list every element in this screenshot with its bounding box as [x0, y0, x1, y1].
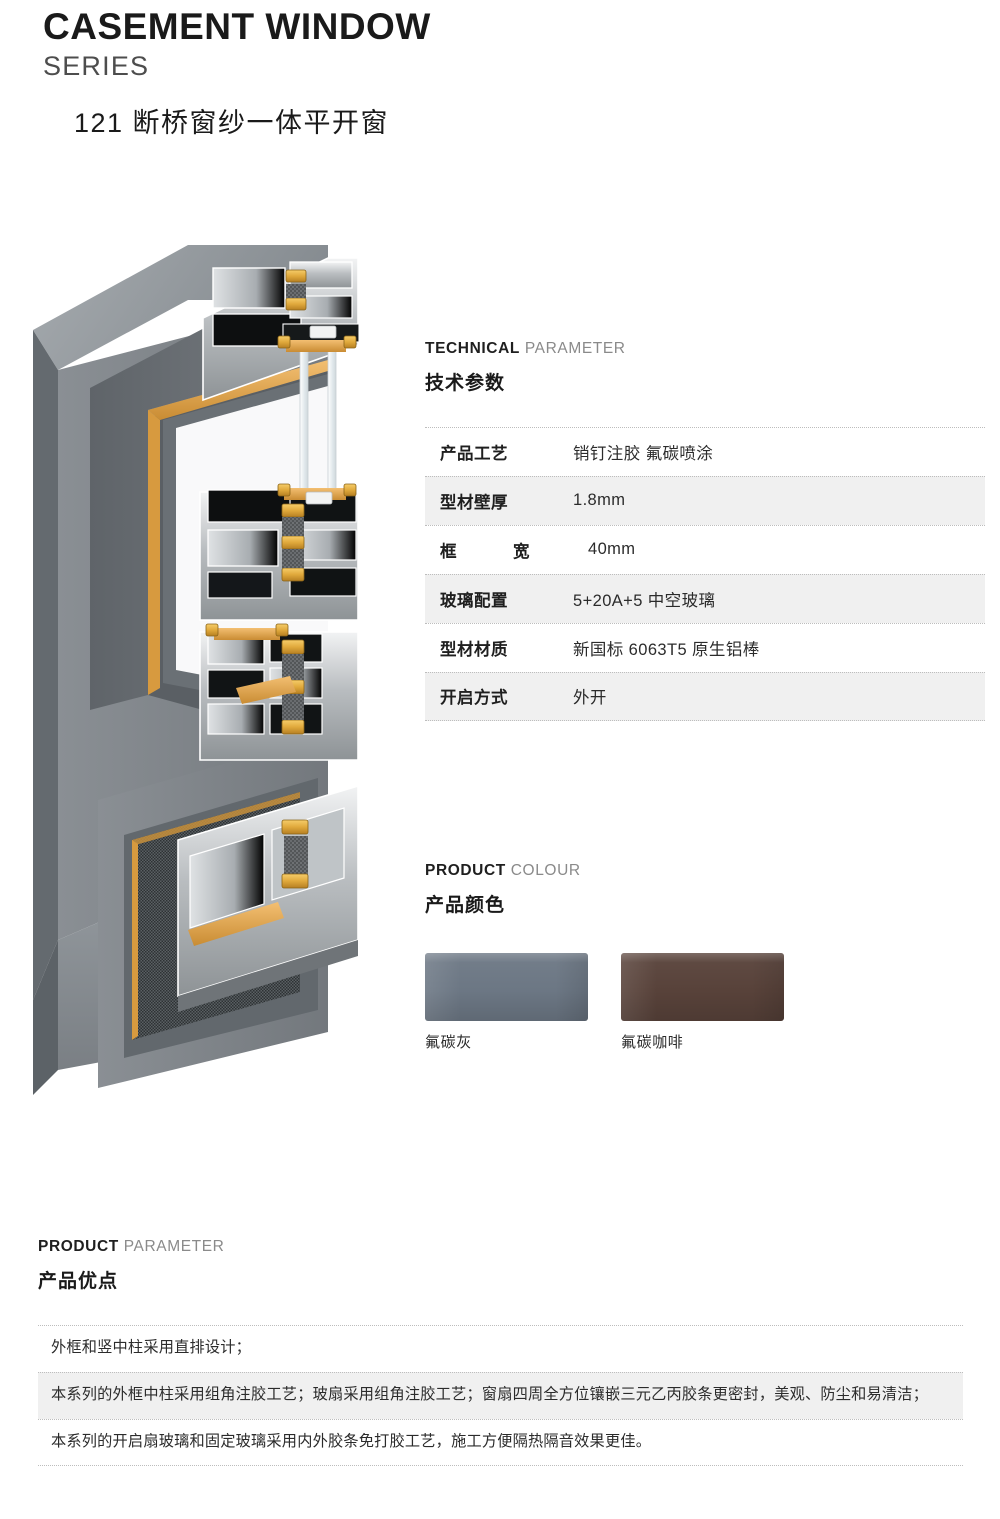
product-colour-section: PRODUCT COLOUR 产品颜色 氟碳灰 氟碳咖啡: [425, 862, 985, 1052]
table-row: 框 宽 40mm: [425, 524, 985, 574]
technical-heading-en-strong: TECHNICAL: [425, 340, 520, 357]
param-label: 型材壁厚: [440, 493, 508, 512]
param-value: 40mm: [588, 540, 636, 559]
technical-parameter-table: 产品工艺 销钉注胶 氟碳喷涂 型材壁厚 1.8mm 框 宽 40mm 玻璃配置 …: [425, 426, 985, 721]
window-profile-illustration: [33, 245, 360, 1095]
product-advantages-table: 外框和竖中柱采用直排设计； 本系列的外框中柱采用组角注胶工艺；玻扇采用组角注胶工…: [38, 1324, 963, 1466]
table-row: 本系列的开启扇玻璃和固定玻璃采用内外胶条免打胶工艺，施工方便隔热隔音效果更佳。: [38, 1418, 963, 1466]
product-advantages-section: PRODUCT PARAMETER 产品优点 外框和竖中柱采用直排设计； 本系列…: [38, 1238, 963, 1466]
colour-heading-en-strong: PRODUCT: [425, 862, 506, 879]
colour-swatch-item[interactable]: 氟碳咖啡: [621, 952, 784, 1052]
colour-swatch-item[interactable]: 氟碳灰: [425, 952, 588, 1052]
param-value: 销钉注胶 氟碳喷涂: [573, 444, 714, 463]
technical-heading-en-light: PARAMETER: [524, 340, 626, 357]
param-label: 产品工艺: [440, 444, 508, 463]
table-row: 开启方式 外开: [425, 671, 985, 721]
page-title-cn: 121 断桥窗纱一体平开窗: [74, 107, 390, 138]
page-header: CASEMENT WINDOW SERIES 121 断桥窗纱一体平开窗: [43, 8, 431, 140]
table-row: 产品工艺 销钉注胶 氟碳喷涂: [425, 426, 985, 476]
param-label: 玻璃配置: [440, 591, 508, 610]
technical-heading-en: TECHNICAL PARAMETER: [425, 340, 985, 359]
param-label: 型材材质: [440, 640, 508, 659]
param-value: 外开: [573, 689, 607, 708]
colour-heading-en-light: COLOUR: [510, 862, 581, 879]
colour-swatch-grey[interactable]: [425, 952, 588, 1021]
colour-swatch-label: 氟碳灰: [425, 1033, 472, 1051]
technical-heading-cn: 技术参数: [425, 372, 506, 394]
advantages-heading-cn: 产品优点: [38, 1270, 119, 1292]
param-label: 框 宽: [440, 542, 530, 561]
advantage-text: 本系列的开启扇玻璃和固定玻璃采用内外胶条免打胶工艺，施工方便隔热隔音效果更佳。: [51, 1432, 652, 1450]
advantages-heading-en-strong: PRODUCT: [38, 1238, 119, 1255]
colour-heading-cn: 产品颜色: [425, 894, 506, 916]
table-row: 玻璃配置 5+20A+5 中空玻璃: [425, 573, 985, 623]
advantage-text: 本系列的外框中柱采用组角注胶工艺；玻扇采用组角注胶工艺；窗扇四周全方位镶嵌三元乙…: [51, 1386, 929, 1404]
colour-swatch-label: 氟碳咖啡: [621, 1033, 684, 1051]
technical-parameter-section: TECHNICAL PARAMETER 技术参数 产品工艺 销钉注胶 氟碳喷涂 …: [425, 340, 985, 721]
colour-swatch-coffee[interactable]: [621, 952, 784, 1021]
product-cutaway-image: [28, 240, 418, 1100]
advantages-heading-en-light: PARAMETER: [123, 1238, 225, 1255]
table-row: 外框和竖中柱采用直排设计；: [38, 1324, 963, 1372]
param-value: 新国标 6063T5 原生铝棒: [573, 640, 760, 659]
page-title-en-sub: SERIES: [43, 51, 150, 81]
param-value: 5+20A+5 中空玻璃: [573, 591, 716, 610]
table-row: 型材壁厚 1.8mm: [425, 475, 985, 525]
advantages-heading-en: PRODUCT PARAMETER: [38, 1238, 963, 1257]
advantage-text: 外框和竖中柱采用直排设计；: [51, 1339, 252, 1357]
param-label: 开启方式: [440, 689, 508, 708]
param-value: 1.8mm: [573, 491, 626, 510]
colour-heading-en: PRODUCT COLOUR: [425, 862, 985, 881]
page-title-en-main: CASEMENT WINDOW: [43, 6, 431, 47]
colour-swatch-row: 氟碳灰 氟碳咖啡: [425, 952, 985, 1052]
table-row: 本系列的外框中柱采用组角注胶工艺；玻扇采用组角注胶工艺；窗扇四周全方位镶嵌三元乙…: [38, 1371, 963, 1419]
table-row: 型材材质 新国标 6063T5 原生铝棒: [425, 622, 985, 672]
